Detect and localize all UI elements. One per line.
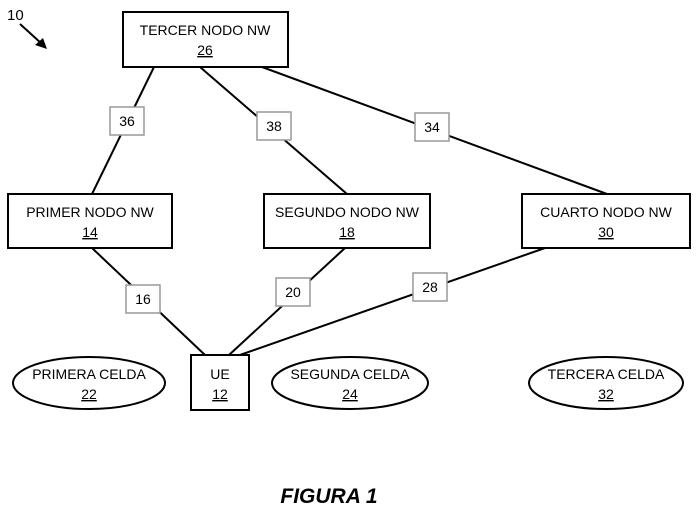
node-second-nw-label: SEGUNDO NODO NW [275, 204, 420, 220]
cell-second-ref: 24 [342, 386, 358, 402]
node-second-nw-ref: 18 [339, 224, 355, 240]
node-fourth-nw: CUARTO NODO NW 30 [522, 194, 690, 248]
cell-second: SEGUNDA CELDA 24 [272, 357, 428, 409]
figure-ref-label: 10 [7, 7, 24, 24]
svg-text:34: 34 [424, 119, 440, 135]
svg-text:16: 16 [135, 291, 151, 307]
node-fourth-nw-label: CUARTO NODO NW [540, 204, 672, 220]
connection-label-36: 36 [110, 107, 144, 135]
svg-text:20: 20 [285, 284, 301, 300]
node-ue-label: UE [210, 366, 229, 382]
connection-label-28: 28 [413, 273, 447, 301]
connection-label-34: 34 [415, 113, 449, 141]
cell-first: PRIMERA CELDA 22 [13, 357, 165, 409]
cell-third-label: TERCERA CELDA [548, 366, 665, 382]
node-first-nw-ref: 14 [82, 224, 98, 240]
connection-label-20: 20 [276, 278, 310, 306]
node-fourth-nw-ref: 30 [598, 224, 614, 240]
connection-label-16: 16 [126, 285, 160, 313]
cell-third: TERCERA CELDA 32 [529, 357, 683, 409]
cell-first-label: PRIMERA CELDA [32, 366, 146, 382]
svg-text:36: 36 [119, 113, 135, 129]
figure-ref-arrow [20, 24, 47, 49]
node-first-nw-label: PRIMER NODO NW [26, 204, 154, 220]
cell-second-label: SEGUNDA CELDA [290, 366, 410, 382]
cell-first-ref: 22 [81, 386, 97, 402]
node-ue-ref: 12 [212, 386, 228, 402]
figure-caption: FIGURA 1 [280, 485, 377, 508]
cell-third-ref: 32 [598, 386, 614, 402]
svg-text:38: 38 [266, 118, 282, 134]
node-third-nw-label: TERCER NODO NW [140, 22, 271, 38]
connection-label-38: 38 [257, 112, 291, 140]
node-second-nw: SEGUNDO NODO NW 18 [264, 194, 430, 248]
node-ue: UE 12 [191, 355, 249, 410]
svg-text:28: 28 [422, 279, 438, 295]
node-third-nw: TERCER NODO NW 26 [123, 12, 288, 67]
node-third-nw-ref: 26 [197, 42, 213, 58]
node-first-nw: PRIMER NODO NW 14 [8, 194, 172, 248]
